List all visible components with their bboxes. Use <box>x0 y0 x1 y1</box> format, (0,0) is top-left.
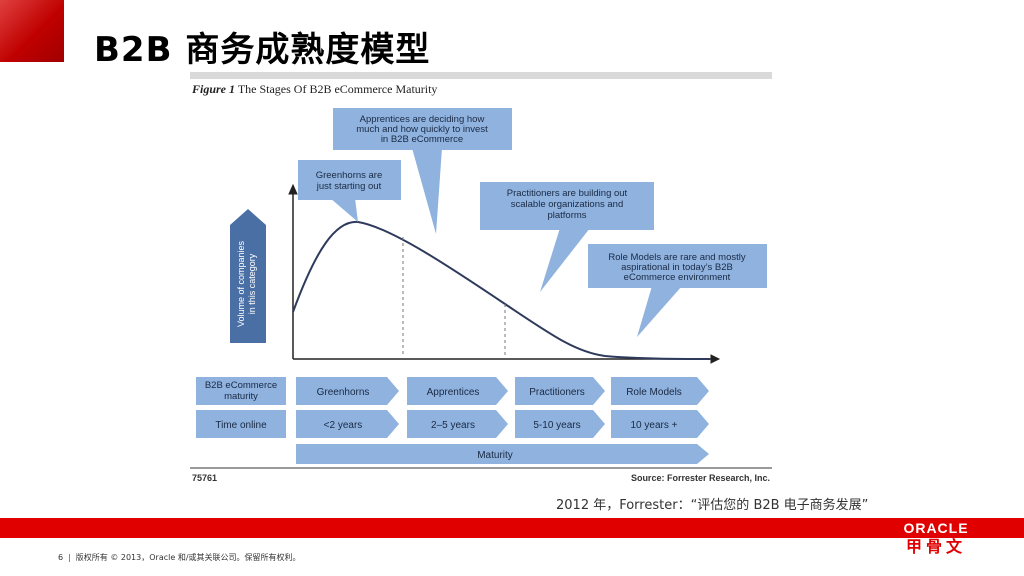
oracle-cn-logo: 甲骨文 <box>905 537 966 556</box>
maturity-arrow-label: Maturity <box>477 450 513 461</box>
row-maturity-label-line-1: B2B eCommerce <box>205 380 277 391</box>
time-practitioners-arrow <box>515 410 605 438</box>
time-greenhorns-label: <2 years <box>324 420 363 431</box>
slide-title: B2B 商务成熟度模型 <box>94 30 431 70</box>
copyright-text: 版权所有 © 2013，Oracle 和/或其关联公司。保留所有权利。 <box>75 553 301 562</box>
figure-title: Figure 1 The Stages Of B2B eCommerce Mat… <box>192 82 437 97</box>
stage-practitioners-label: Practitioners <box>529 387 585 398</box>
figure-id: 75761 <box>192 473 218 483</box>
bubble-apprentices-line-2: much and how quickly to invest <box>356 124 488 135</box>
bubble-practitioners-line-3: platforms <box>547 210 586 221</box>
row-time-online: Time online <2 years 2–5 years 5-10 year… <box>196 410 709 438</box>
stage-greenhorns-label: Greenhorns <box>317 387 370 398</box>
bubble-greenhorns: Greenhorns are just starting out <box>298 160 401 222</box>
time-role-models-label: 10 years + <box>631 420 678 431</box>
time-practitioners-label: 5-10 years <box>533 420 580 431</box>
bubble-greenhorns-line-1: Greenhorns are <box>316 170 383 181</box>
figure-title-text: The Stages Of B2B eCommerce Maturity <box>237 82 438 96</box>
bubble-practitioners-line-2: scalable organizations and <box>511 199 624 210</box>
row-maturity-label-line-2: maturity <box>224 391 258 402</box>
bubble-apprentices-line-1: Apprentices are deciding how <box>360 114 485 125</box>
stage-greenhorns-arrow <box>296 377 399 405</box>
time-greenhorns-arrow <box>296 410 399 438</box>
time-apprentices-label: 2–5 years <box>431 420 475 431</box>
bubble-role-models: Role Models are rare and mostly aspirati… <box>588 244 767 337</box>
figure-title-prefix: Figure 1 <box>192 82 236 96</box>
stage-role-models-label: Role Models <box>626 387 682 398</box>
maturity-arrow: Maturity <box>296 444 709 464</box>
footer-red-bar <box>0 518 1024 538</box>
figure-bottom-rule <box>190 467 772 469</box>
row-time-label: Time online <box>215 420 267 431</box>
bubble-greenhorns-line-2: just starting out <box>316 181 382 192</box>
maturity-figure: Figure 1 The Stages Of B2B eCommerce Mat… <box>190 72 772 486</box>
slide-footer: 6 | 版权所有 © 2013，Oracle 和/或其关联公司。保留所有权利。 <box>58 552 301 563</box>
bubble-role-models-line-3: eCommerce environment <box>624 272 731 283</box>
figure-top-rule <box>190 72 772 79</box>
oracle-logo: ORACLE <box>903 520 969 536</box>
stage-apprentices-arrow <box>407 377 508 405</box>
bubble-role-models-line-1: Role Models are rare and mostly <box>608 252 746 263</box>
row-maturity: B2B eCommerce maturity Greenhorns Appren… <box>196 377 709 405</box>
maturity-diagram: Volume of companies in this category Gre… <box>196 108 767 464</box>
corner-accent <box>0 0 64 62</box>
bubble-practitioners: Practitioners are building out scalable … <box>480 182 654 292</box>
stage-apprentices-label: Apprentices <box>427 387 480 398</box>
bubble-apprentices: Apprentices are deciding how much and ho… <box>333 108 512 234</box>
footer-separator: | <box>68 553 71 562</box>
time-role-models-arrow <box>611 410 709 438</box>
time-apprentices-arrow <box>407 410 508 438</box>
slide-caption: 2012 年，Forrester：“评估您的 B2B 电子商务发展” <box>556 498 869 513</box>
bubble-apprentices-line-3: in B2B eCommerce <box>381 134 463 145</box>
row-maturity-label-box <box>196 377 286 405</box>
adoption-curve <box>292 220 711 360</box>
stage-practitioners-arrow <box>515 377 605 405</box>
stage-role-models-arrow <box>611 377 709 405</box>
y-axis-label-line-1: Volume of companies <box>236 240 246 327</box>
row-time-label-box <box>196 410 286 438</box>
figure-source: Source: Forrester Research, Inc. <box>630 473 770 483</box>
y-axis-label-arrow: Volume of companies in this category <box>230 209 266 343</box>
bubble-practitioners-line-1: Practitioners are building out <box>507 188 628 199</box>
y-axis-label-line-2: in this category <box>247 253 257 314</box>
page-number: 6 <box>58 553 64 562</box>
bubble-role-models-line-2: aspirational in today’s B2B <box>621 262 733 273</box>
